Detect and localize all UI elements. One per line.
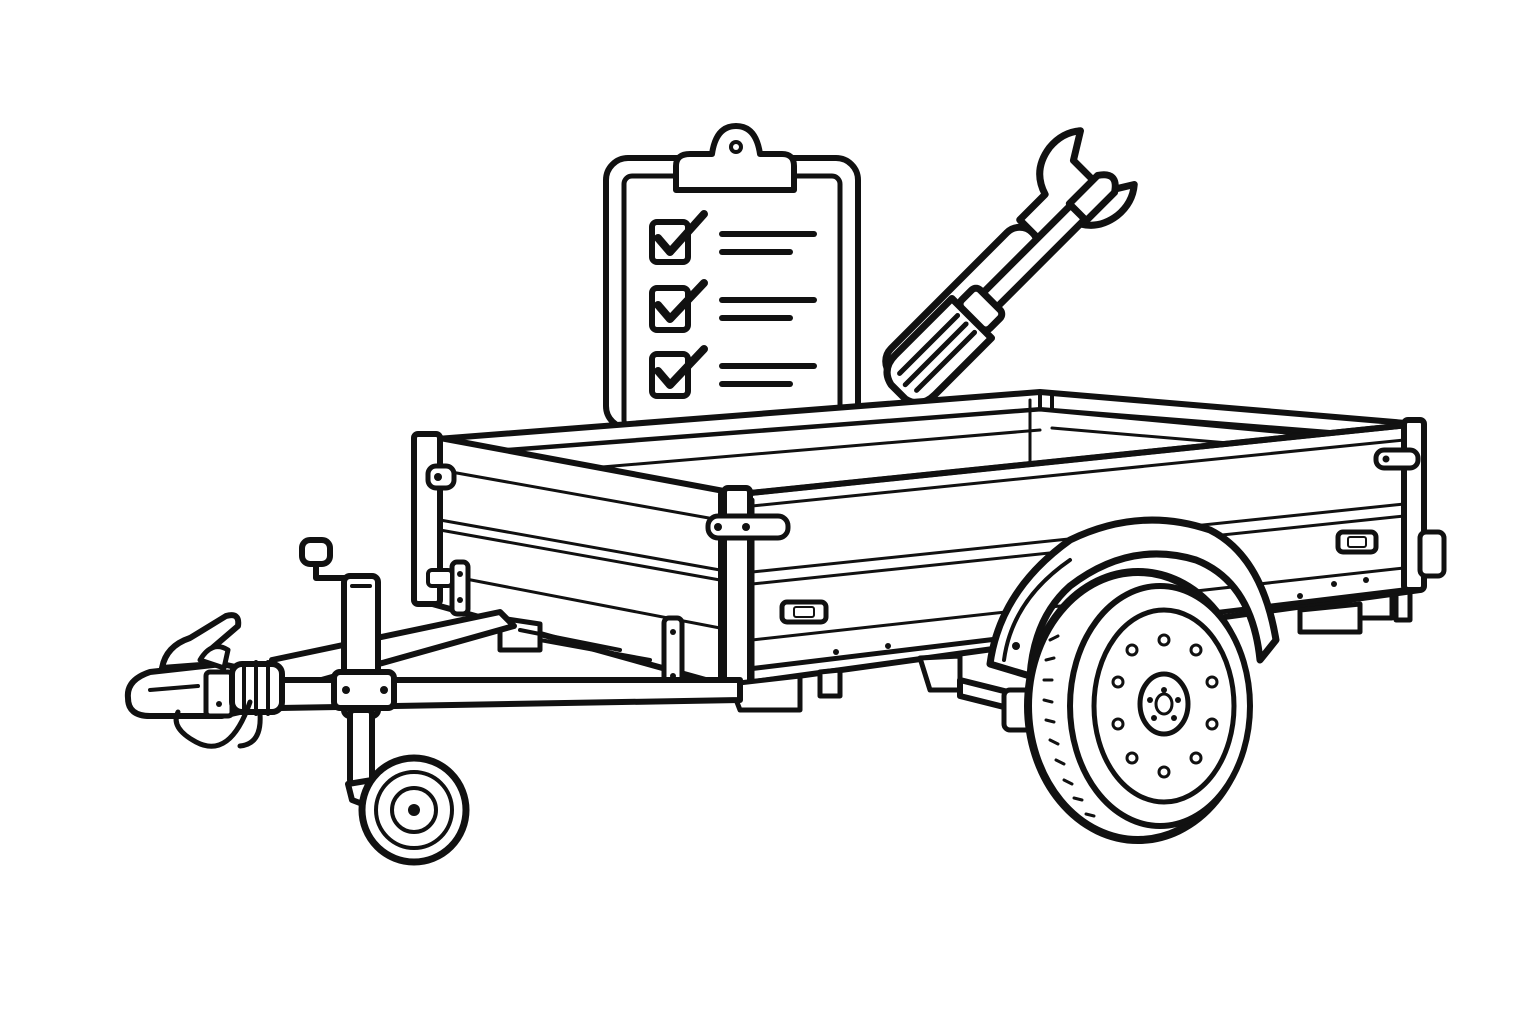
- rear-light-icon: [1417, 529, 1447, 579]
- road-wheel: [1024, 568, 1253, 844]
- checklist-row: [649, 345, 817, 399]
- trailer: [124, 389, 1447, 866]
- checklist-row: [649, 210, 817, 265]
- screwdriver-icon: [883, 171, 1119, 407]
- marker-light-icon: [1335, 529, 1379, 555]
- checkmark-icon: [654, 279, 708, 323]
- fender: [986, 516, 1280, 680]
- latch-icon: [1373, 447, 1421, 471]
- hitch-coupler: [124, 612, 285, 749]
- checkmark-icon: [654, 345, 708, 389]
- checkmark-icon: [654, 210, 708, 256]
- marker-light-icon: [779, 599, 829, 625]
- jockey-wheel: [299, 537, 470, 866]
- clipboard-checklist-icon: [603, 123, 861, 431]
- checklist-row: [649, 279, 817, 333]
